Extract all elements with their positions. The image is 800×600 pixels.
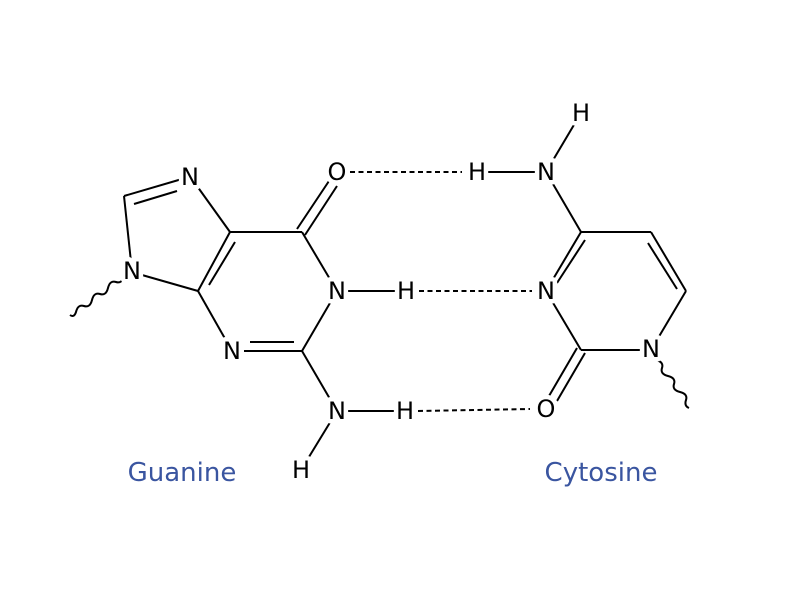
hydrogen-bonds xyxy=(350,171,532,412)
bond-n9-c4 xyxy=(141,274,199,292)
atom-n9: N xyxy=(123,257,141,285)
bond-c6-o6 xyxy=(296,180,330,230)
guanine-atoms: N N O N H N N H H xyxy=(119,154,420,489)
atom-o2: O xyxy=(537,395,556,423)
bond-c6-n1 xyxy=(650,290,687,351)
atom-h2a: H xyxy=(396,397,414,425)
bond-n4-h-top xyxy=(545,112,582,173)
bond-c6-n1 xyxy=(301,231,338,292)
atom-n7: N xyxy=(181,163,199,191)
atom-h2b: H xyxy=(292,456,310,484)
bond-n1-c2 xyxy=(301,290,338,352)
cytosine-bonds xyxy=(477,112,690,409)
atom-h4b: H xyxy=(468,158,486,186)
bond-n7-c8 xyxy=(123,178,183,197)
bond-c5-c6 xyxy=(650,231,687,292)
atom-n2: N xyxy=(328,397,346,425)
guanine-label: Guanine xyxy=(128,458,237,488)
bond-c6-o6-double xyxy=(304,185,338,236)
sugar-attachment-wavy-bond xyxy=(69,275,125,317)
atom-o6: O xyxy=(328,158,347,186)
bond-n3-c4 xyxy=(197,290,233,352)
bond-n2-h2 xyxy=(300,410,338,471)
bond-n3-c4-double xyxy=(556,239,586,284)
bond-n4-c4 xyxy=(545,171,582,233)
bond-n3-c4 xyxy=(545,231,582,292)
bond-c2-o2-double xyxy=(556,352,586,402)
bond-c8-n9 xyxy=(123,195,132,263)
cytosine-label: Cytosine xyxy=(545,458,658,488)
guanine-bonds xyxy=(69,178,406,471)
atom-h4a: H xyxy=(572,99,590,127)
atom-n3: N xyxy=(223,337,241,365)
bond-c4-c5 xyxy=(197,231,231,292)
bond-c5-c6-double xyxy=(647,242,678,290)
sugar-attachment-wavy-bond xyxy=(655,359,690,409)
bond-n7-c8-double xyxy=(133,190,178,205)
hydrogen-bond-h-o2 xyxy=(417,408,531,412)
bond-c4-c5-double xyxy=(208,241,236,286)
atom-n1: N xyxy=(328,277,346,305)
bond-n7-c5 xyxy=(196,185,231,233)
atom-n1: N xyxy=(642,335,660,363)
bond-c2-o2 xyxy=(548,347,578,397)
atom-h1: H xyxy=(397,277,415,305)
bond-c2-n2 xyxy=(301,350,338,412)
atom-n4: N xyxy=(537,158,555,186)
bond-c2-n3 xyxy=(545,290,582,351)
atom-n3: N xyxy=(537,277,555,305)
